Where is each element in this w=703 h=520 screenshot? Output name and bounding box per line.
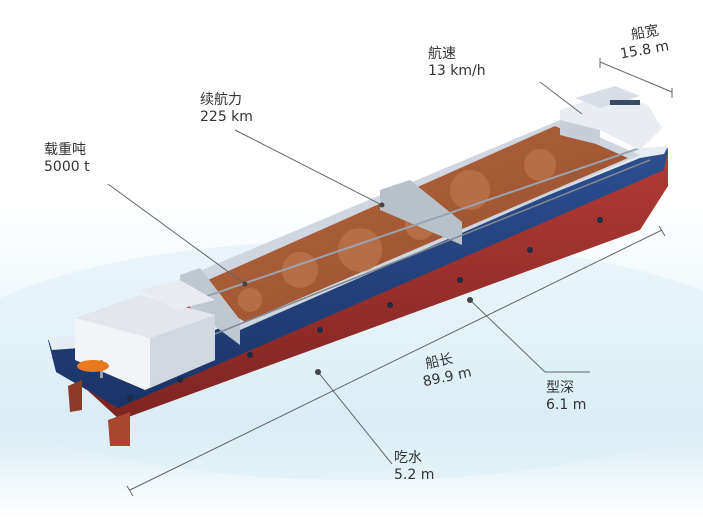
label-endurance: 续航力 225 km xyxy=(200,92,253,126)
label-speed: 航速 13 km/h xyxy=(428,46,486,80)
bridge xyxy=(560,92,662,150)
label-depth-value: 6.1 m xyxy=(546,397,587,413)
label-endurance-value: 225 km xyxy=(200,109,253,125)
endurance-leader xyxy=(234,129,383,206)
label-speed-name: 航速 xyxy=(428,46,456,62)
depth-leader xyxy=(469,299,546,373)
beam-dimension xyxy=(599,61,673,93)
label-deadweight-value: 5000 t xyxy=(44,159,90,175)
draft-leader xyxy=(317,371,393,465)
label-deadweight: 载重吨 5000 t xyxy=(44,142,90,176)
lifeboat xyxy=(77,360,109,372)
label-depth-name: 型深 xyxy=(546,380,574,396)
label-draft-name: 吃水 xyxy=(394,450,422,466)
length-dimension xyxy=(129,229,663,491)
deadweight-leader xyxy=(107,183,246,285)
label-deadweight-name: 载重吨 xyxy=(44,142,86,158)
label-draft: 吃水 5.2 m xyxy=(394,450,434,484)
label-endurance-name: 续航力 xyxy=(200,92,242,108)
label-draft-value: 5.2 m xyxy=(394,467,435,483)
speed-leader xyxy=(539,81,583,115)
label-speed-value: 13 km/h xyxy=(428,63,486,79)
label-depth: 型深 6.1 m xyxy=(546,380,586,414)
